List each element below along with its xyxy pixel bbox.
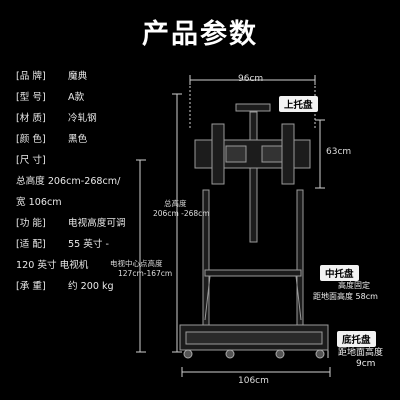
spec-value: 55 英寸 - bbox=[68, 238, 109, 250]
wheel bbox=[225, 349, 235, 359]
page-title: 产品参数 bbox=[142, 19, 258, 50]
spec-value: A款 bbox=[68, 91, 85, 103]
right-column bbox=[296, 189, 304, 341]
spec-label: [尺 寸] bbox=[16, 154, 46, 166]
center-pole bbox=[249, 111, 258, 243]
top-tray-shape bbox=[235, 103, 271, 112]
spec-label: [颜 色] bbox=[16, 133, 46, 145]
spec-label: [品 牌] bbox=[16, 70, 46, 82]
wheel bbox=[315, 349, 325, 359]
spec-row-material: [材 质] 冷轧钢 bbox=[16, 108, 166, 129]
mid-tray-note-1: 高度固定 bbox=[338, 281, 370, 290]
center-height-label: 电视中心点高度 bbox=[110, 259, 163, 268]
spec-value: 总高度 206cm-268cm/ bbox=[16, 175, 121, 187]
spec-row-width: 宽 106cm bbox=[16, 192, 166, 213]
spec-value: 宽 106cm bbox=[16, 196, 62, 208]
spec-row-load: [承 重] 约 200 kg bbox=[16, 276, 166, 297]
spec-label: [承 重] bbox=[16, 280, 46, 292]
mid-tray-shape bbox=[204, 269, 302, 277]
mount-arm-right bbox=[281, 123, 295, 185]
bottom-tray-note-1: 距地面高度 bbox=[338, 348, 384, 358]
bottom-tray-note-2: 9cm bbox=[356, 359, 376, 369]
wheel bbox=[275, 349, 285, 359]
spec-row-function: [功 能] 电视高度可调 bbox=[16, 213, 166, 234]
total-height-value: 206cm -268cm bbox=[153, 209, 210, 218]
center-height-value: 127cm-167cm bbox=[118, 269, 173, 278]
spec-list: [品 牌] 魔典 [型 号] A款 [材 质] 冷轧钢 [颜 色] 黑色 [尺 寸] 总… bbox=[16, 66, 166, 297]
spec-label: [材 质] bbox=[16, 112, 46, 124]
spec-label: [型 号] bbox=[16, 91, 46, 103]
wheels bbox=[183, 349, 325, 359]
spec-row-size: [尺 寸] bbox=[16, 150, 166, 171]
mid-tray-tag: 中托盘 bbox=[320, 265, 359, 281]
spec-row-fit-cont: 120 英寸 电视机 bbox=[16, 255, 166, 276]
spec-value: 约 200 kg bbox=[68, 280, 114, 292]
spec-value: 120 英寸 电视机 bbox=[16, 259, 89, 271]
total-height-label: 总高度 bbox=[164, 199, 187, 208]
top-width-label: 96cm bbox=[238, 74, 264, 84]
spec-row-brand: [品 牌] 魔典 bbox=[16, 66, 166, 87]
spec-row-model: [型 号] A款 bbox=[16, 87, 166, 108]
spec-row-fit: [适 配] 55 英寸 - bbox=[16, 234, 166, 255]
spec-value: 冷轧钢 bbox=[68, 112, 97, 124]
spec-label: [适 配] bbox=[16, 238, 46, 250]
spec-value: 黑色 bbox=[68, 133, 88, 145]
spec-label: [功 能] bbox=[16, 217, 46, 229]
spec-row-total-height: 总高度 206cm-268cm/ bbox=[16, 171, 166, 192]
bottom-width-label: 106cm bbox=[238, 376, 269, 386]
top-tray-tag: 上托盘 bbox=[279, 96, 318, 112]
mount-height-label: 63cm bbox=[326, 147, 352, 157]
bottom-tray-tag: 底托盘 bbox=[337, 331, 376, 347]
spec-value: 魔典 bbox=[68, 70, 88, 82]
spec-row-color: [颜 色] 黑色 bbox=[16, 129, 166, 150]
spec-value: 电视高度可调 bbox=[68, 217, 126, 229]
wheel bbox=[183, 349, 193, 359]
mount-arm-left bbox=[211, 123, 225, 185]
mid-tray-note-2: 距地面高度 58cm bbox=[313, 292, 378, 301]
stand-structure bbox=[179, 103, 329, 351]
